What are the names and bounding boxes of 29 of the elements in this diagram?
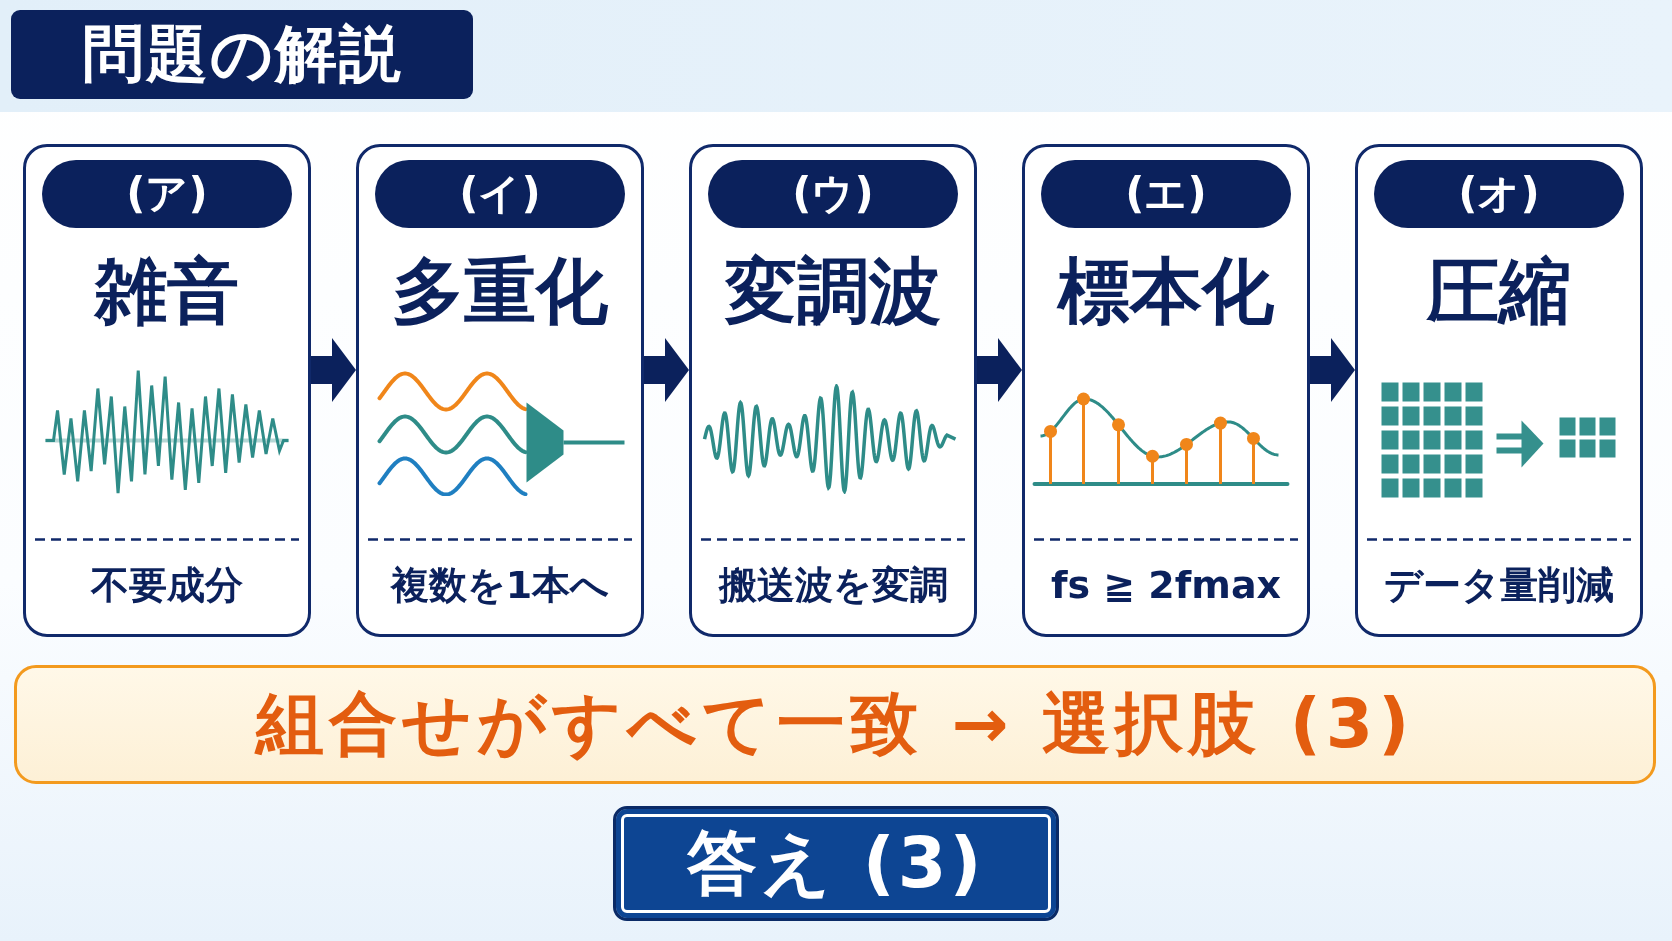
step-term: 変調波: [725, 250, 941, 333]
answer-text: 答え (3): [687, 823, 985, 904]
step-card: [1022, 144, 1310, 637]
step-term: 雑音: [95, 250, 239, 333]
step-description: データ量削減: [1384, 563, 1614, 609]
step-card: [689, 144, 977, 637]
block-arrow: [644, 338, 689, 402]
block-arrow: [1310, 338, 1355, 402]
step-card: [1355, 144, 1643, 637]
step-description: 搬送波を変調: [718, 563, 948, 609]
title-text: 問題の解説: [81, 20, 403, 89]
step-card: [23, 144, 311, 637]
step-card: [356, 144, 644, 637]
result-text: 組合せがすべて一致 → 選択肢 (3): [255, 685, 1415, 764]
step-letter: (イ): [459, 170, 541, 218]
block-arrow: [977, 338, 1022, 402]
step-letter: (ウ): [792, 170, 874, 218]
step-description: 不要成分: [91, 563, 243, 609]
step-term: 圧縮: [1427, 250, 1571, 333]
step-letter: (オ): [1458, 170, 1540, 218]
step-letter: (エ): [1125, 170, 1207, 218]
step-term: 多重化: [392, 250, 608, 333]
step-description: 複数を1本へ: [390, 563, 610, 609]
step-term: 標本化: [1058, 250, 1274, 333]
step-description: fs ≧ 2fmax: [1050, 563, 1282, 609]
result-banner: [14, 665, 1656, 784]
step-letter: (ア): [126, 170, 208, 218]
block-arrow: [311, 338, 356, 402]
answer-box: [613, 806, 1059, 921]
